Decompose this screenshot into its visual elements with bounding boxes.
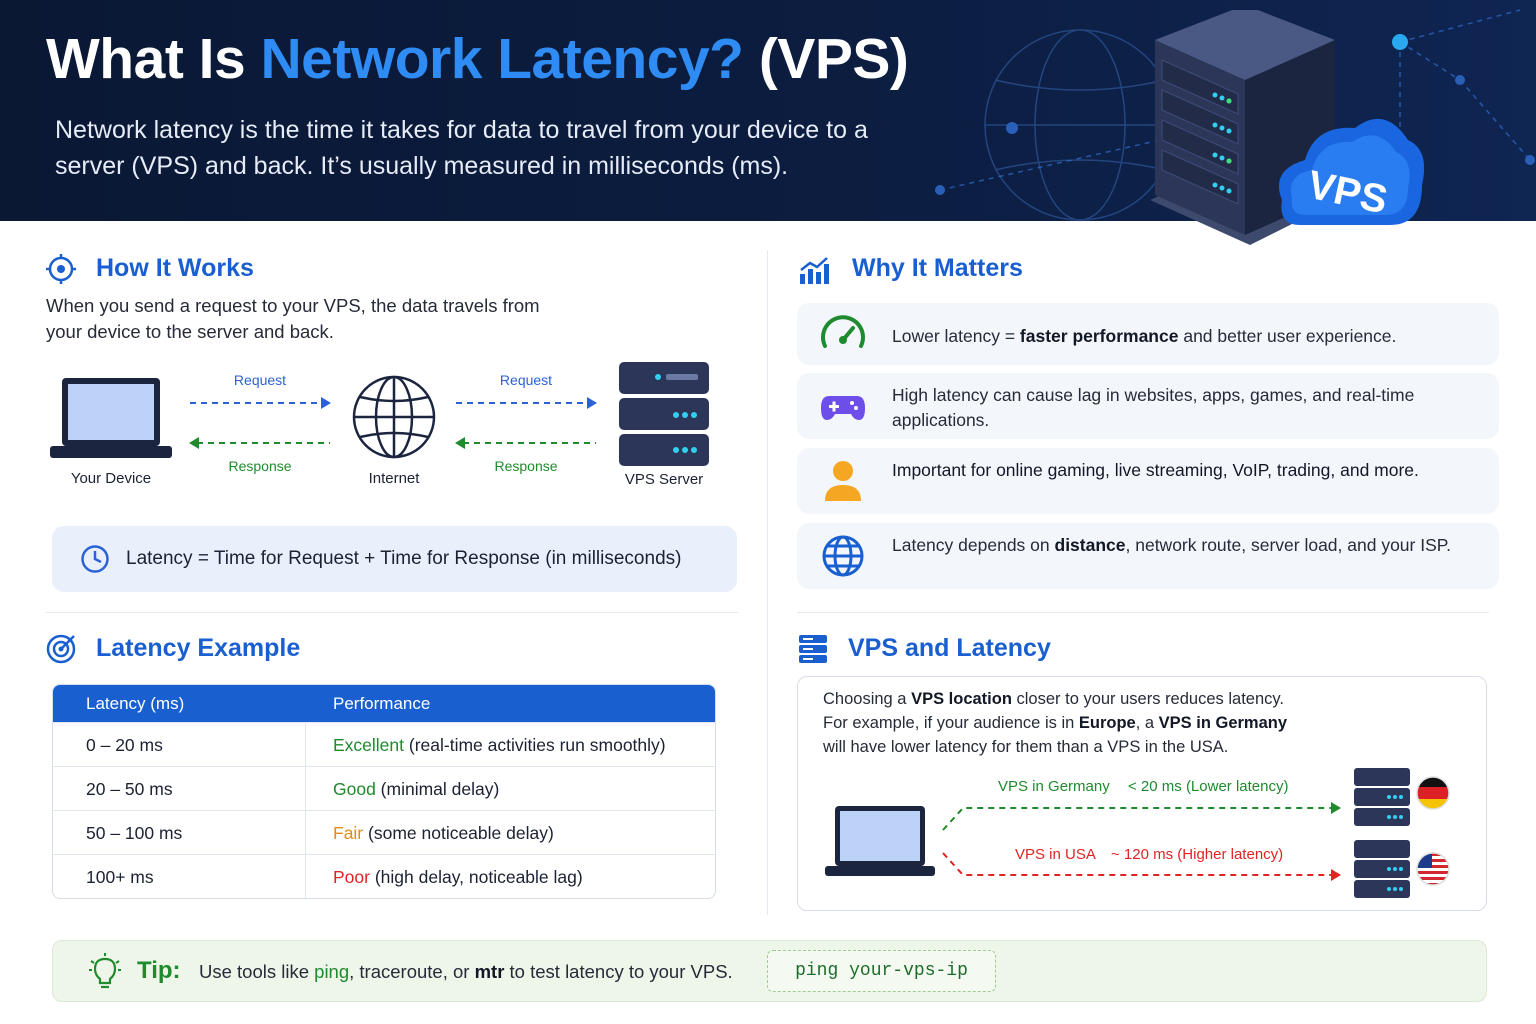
rating-detail: (minimal delay) [375,779,500,799]
why-card-usecases: Important for online gaming, live stream… [797,448,1499,514]
row-range: 0 – 20 ms [86,735,163,755]
tip-text: Use tools like ping, traceroute, or mtr … [199,961,733,982]
why-card-lag: High latency can cause lag in websites, … [797,373,1499,439]
header-latency: Latency (ms) [86,694,185,713]
why-text-3: Important for online gaming, live stream… [892,460,1419,480]
row-performance: Excellent (real-time activities run smoo… [333,735,666,756]
laptop-icon [50,378,172,458]
node-internet: Internet [368,470,420,487]
tip-label: Tip: [137,957,181,984]
globe-icon [822,535,864,577]
rating-poor: Poor [333,867,370,887]
column-divider [767,250,768,915]
why-text-4: Latency depends on distance, network rou… [892,535,1452,555]
table-row: 0 – 20 ms Excellent (real-time activitie… [53,722,715,766]
clock-icon [81,545,109,573]
table-header: Latency (ms) Performance [53,685,715,722]
page-title: What Is Network Latency? (VPS) [46,27,909,91]
usa-server-icon [1354,840,1410,898]
network-gear-icon [46,254,76,284]
speedometer-icon [821,315,865,348]
request-label-1: Request [233,372,287,388]
table-row: 20 – 50 ms Good (minimal delay) [53,766,715,810]
germany-label: VPS in Germany [998,778,1110,795]
ping-command-code[interactable]: ping your-vps-ip [767,950,996,992]
table-row: 50 – 100 ms Fair (some noticeable delay) [53,810,715,854]
why-card-performance: Lower latency = faster performance and b… [797,303,1499,365]
chart-growth-icon [800,257,829,284]
germany-flag-icon [1416,776,1450,810]
server-stack-icon [799,635,827,663]
laptop-icon-small [825,806,935,876]
row-range: 50 – 100 ms [86,823,183,843]
response-label-1: Response [228,458,292,474]
vps-server-icon [619,362,709,466]
why-text-2: High latency can cause lag in websites, … [892,385,1415,430]
how-it-works-title: How It Works [96,254,254,282]
page-subtitle: Network latency is the time it takes for… [55,116,868,180]
internet-globe-icon [352,375,436,459]
vps-latency-title: VPS and Latency [848,634,1051,662]
why-text-1: Lower latency = faster performance and b… [892,326,1397,346]
lightbulb-icon [89,953,121,989]
node-vps-server: VPS Server [624,471,704,488]
row-performance: Fair (some noticeable delay) [333,823,554,844]
germany-server-icon [1354,768,1410,826]
header-performance: Performance [333,694,431,713]
row-performance: Good (minimal delay) [333,779,499,800]
how-it-works-description: When you send a request to your VPS, the… [46,295,540,342]
row-divider-right [797,612,1489,613]
row-range: 20 – 50 ms [86,779,173,799]
latency-example-title: Latency Example [96,634,301,662]
usa-label: VPS in USA [1015,846,1096,863]
target-icon [46,634,76,664]
route-arrows [942,802,1341,881]
vps-latency-box: Choosing a VPS location closer to your u… [797,676,1487,911]
vps-latency-description: Choosing a VPS location closer to your u… [823,690,1288,756]
why-it-matters-title: Why It Matters [852,254,1023,282]
row-range: 100+ ms [86,867,154,887]
latency-formula-text: Latency = Time for Request + Time for Re… [126,548,682,569]
flow-arrows [189,397,597,449]
rating-excellent: Excellent [333,735,405,755]
response-label-2: Response [494,458,558,474]
rating-fair: Fair [333,823,364,843]
gamepad-icon [821,396,865,420]
germany-latency: < 20 ms (Lower latency) [1128,778,1289,795]
why-card-factors: Latency depends on distance, network rou… [797,523,1499,589]
row-performance: Poor (high delay, noticeable lag) [333,867,583,888]
usa-latency: ~ 120 ms (Higher latency) [1111,846,1284,863]
rating-detail: (high delay, noticeable lag) [369,867,583,887]
rating-detail: (real-time activities run smoothly) [404,735,666,755]
latency-table: Latency (ms) Performance 0 – 20 ms Excel… [52,684,716,899]
node-your-device: Your Device [70,470,152,487]
request-label-2: Request [499,372,553,388]
row-divider-left [46,612,738,613]
latency-formula-box: Latency = Time for Request + Time for Re… [52,526,737,592]
tip-banner: Tip: Use tools like ping, traceroute, or… [52,940,1487,1002]
rating-detail: (some noticeable delay) [363,823,554,843]
rating-good: Good [333,779,376,799]
usa-flag-icon [1416,852,1450,886]
table-row: 100+ ms Poor (high delay, noticeable lag… [53,854,715,898]
user-icon [825,461,861,501]
server-tower-illustration: VPS [1150,10,1425,245]
